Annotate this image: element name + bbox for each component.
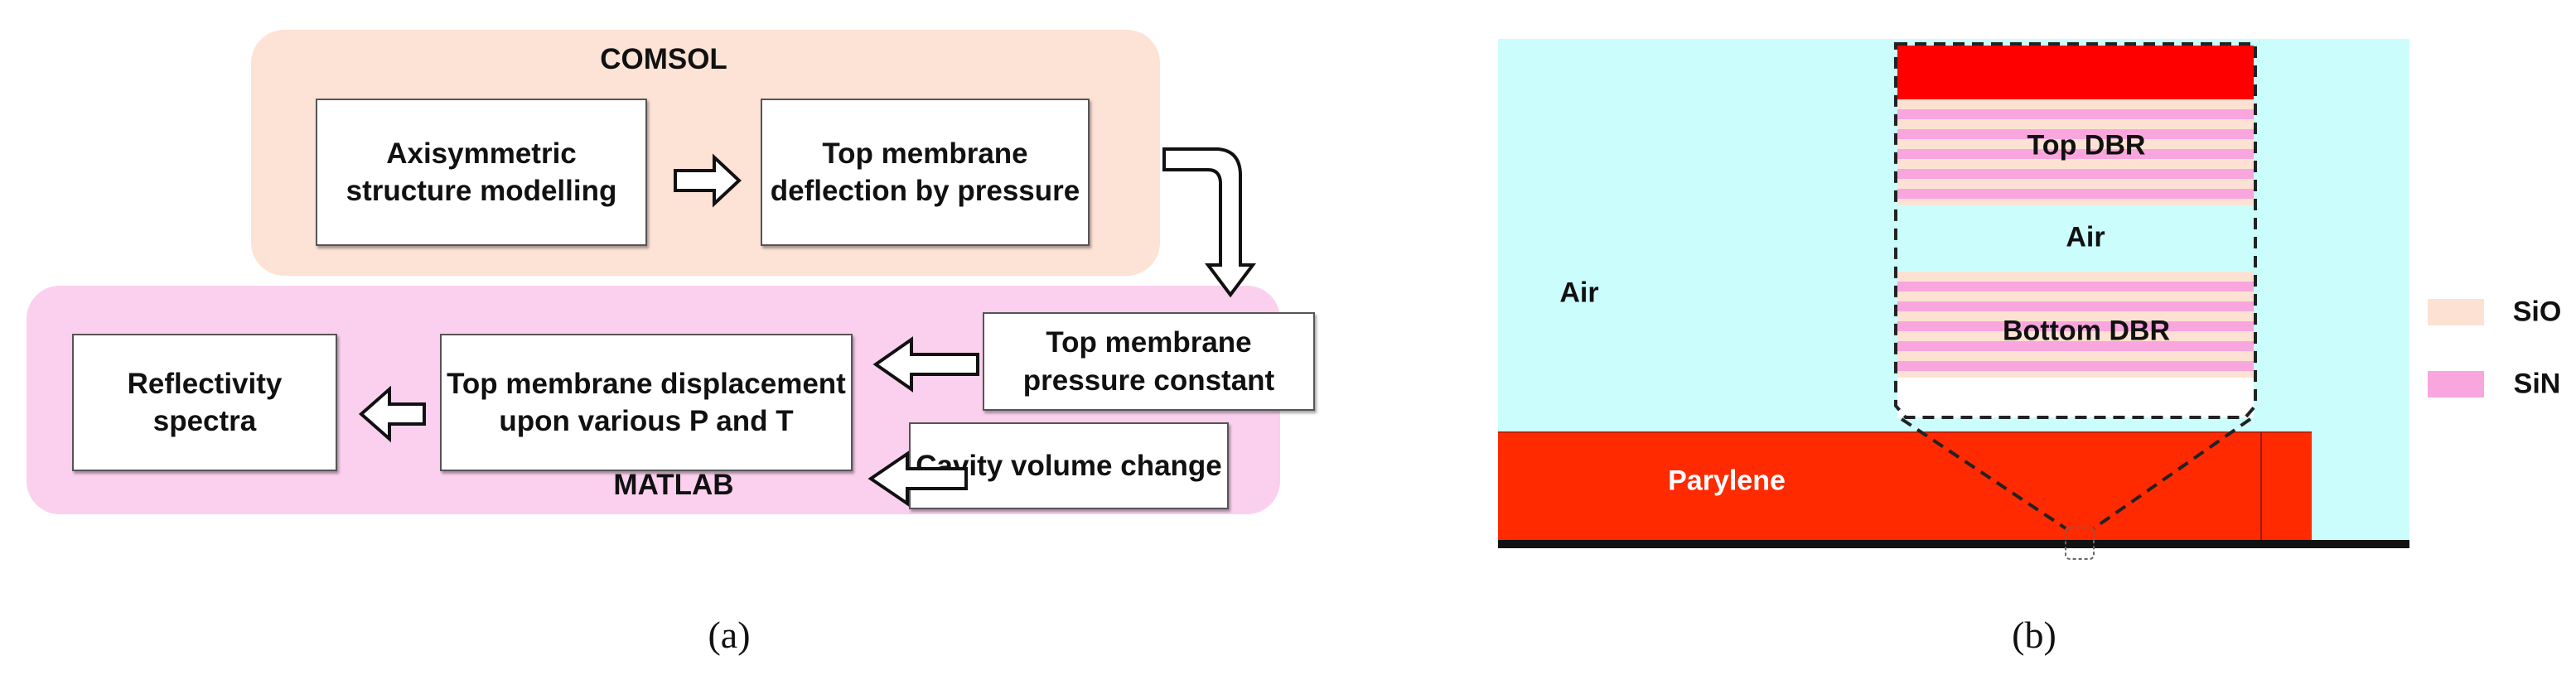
comsol-label: COMSOL xyxy=(600,43,727,75)
air-outer-label: Air xyxy=(1559,277,1599,309)
zoom-source-box xyxy=(2065,527,2095,560)
air-inner-label: Air xyxy=(2066,221,2105,253)
caption-b: (b) xyxy=(2012,614,2056,656)
top-dbr-label: Top DBR xyxy=(2027,129,2146,161)
box-membrane-deflection: Top membrane deflection by pressure xyxy=(761,99,1090,246)
base-line xyxy=(1498,540,2409,548)
matlab-label: MATLAB xyxy=(613,469,734,501)
box-reflectivity-spectra: Reflectivity spectra xyxy=(72,334,337,471)
top-layer xyxy=(1897,46,2254,99)
box-axisymmetric-modelling: Axisymmetric structure modelling xyxy=(316,99,647,246)
bottom-dbr-label: Bottom DBR xyxy=(2002,315,2171,347)
arrow-right-icon xyxy=(674,153,742,208)
arrow-left-icon xyxy=(872,336,979,393)
legend-label-sio: SiO xyxy=(2512,296,2562,328)
parylene-label: Parylene xyxy=(1668,465,1786,497)
legend-swatch-sio xyxy=(2428,299,2484,325)
top-dbr xyxy=(1897,99,2254,205)
legend-label-sin: SiN xyxy=(2513,368,2561,400)
dashed-callout-line xyxy=(2092,417,2252,530)
arrow-left-icon xyxy=(868,450,968,507)
dashed-callout-line xyxy=(1900,417,2067,530)
substrate-window xyxy=(1897,378,2254,417)
bent-arrow-icon xyxy=(1162,147,1256,298)
arrow-left-icon xyxy=(358,385,426,443)
caption-a: (a) xyxy=(708,614,751,656)
parylene-layer xyxy=(1498,431,2312,545)
box-pressure-constant: Top membrane pressure constant xyxy=(983,312,1315,411)
box-cavity-volume: Cavity volume change xyxy=(909,422,1229,509)
parylene-divider xyxy=(2260,431,2262,543)
bottom-dbr xyxy=(1897,272,2254,378)
legend-swatch-sin xyxy=(2428,371,2484,398)
box-membrane-displacement: Top membrane displacement upon various P… xyxy=(440,334,853,471)
dashed-callout-box xyxy=(1894,42,2257,419)
